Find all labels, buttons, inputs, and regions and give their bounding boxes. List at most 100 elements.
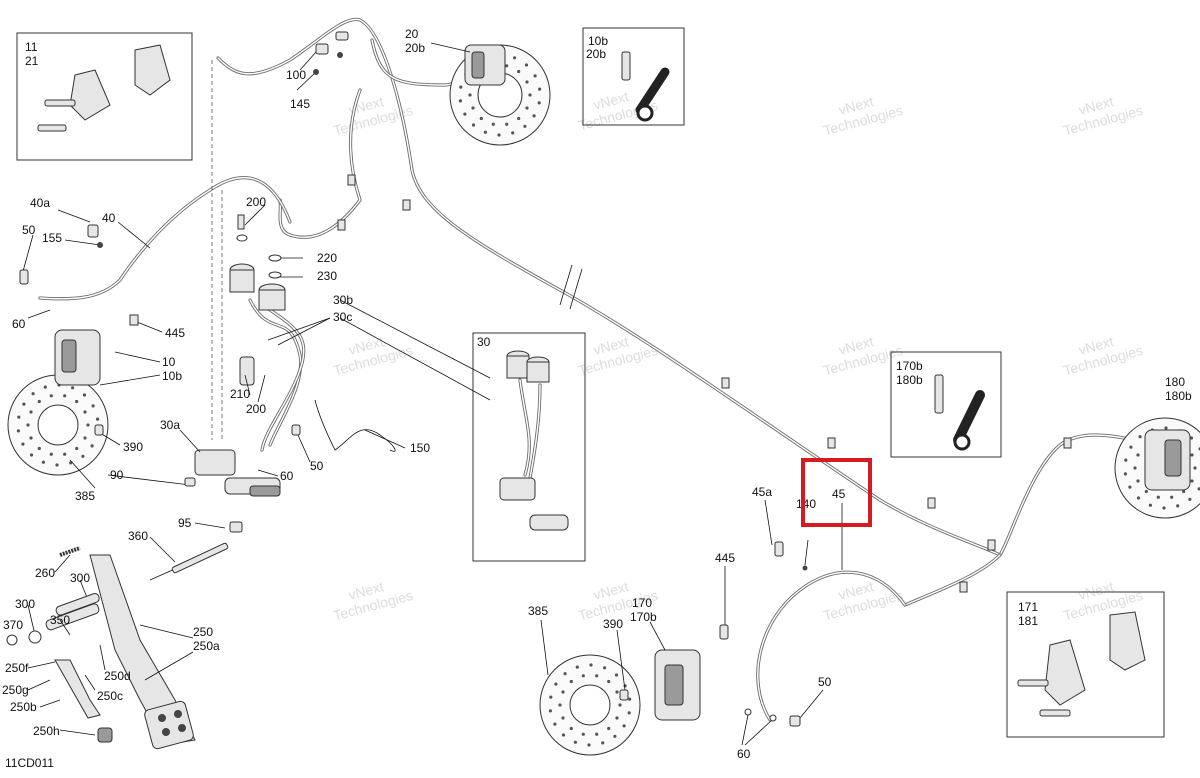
label-370: 370: [3, 618, 23, 632]
label-180: 180: [1165, 375, 1185, 389]
disc-hole: [628, 697, 632, 701]
label-30c: 30c: [333, 310, 352, 324]
disc-hole: [575, 665, 579, 669]
label-95: 95: [178, 516, 192, 530]
label-170: 170: [632, 596, 652, 610]
reservoir-assembly: [229, 263, 286, 386]
disc-hole: [607, 679, 611, 684]
hardware-parts: [6, 31, 808, 727]
disc-hole: [21, 442, 25, 446]
disc-hole: [561, 733, 566, 737]
label-250c: 250c: [97, 689, 123, 703]
disc-hole: [533, 74, 537, 78]
highlight-box: [801, 458, 872, 527]
label-200b: 200: [246, 402, 266, 416]
disc-hole: [83, 410, 87, 414]
disc-hole: [471, 106, 475, 110]
disc-hole: [471, 123, 476, 127]
disc-hole: [26, 423, 30, 427]
pads-rear-drawing: [1017, 611, 1146, 717]
label-20b-box: 20b: [586, 47, 606, 61]
disc-hole: [497, 133, 501, 137]
label-45: 45: [832, 487, 846, 501]
label-60c: 60: [737, 747, 751, 761]
disc-hole: [75, 399, 79, 404]
disc-hole: [523, 124, 527, 128]
part-labels: 11 21 20 20b 100 145 10b 20b 40a 40 50 1…: [2, 27, 1192, 770]
disc-hole: [558, 703, 562, 707]
disc-hole: [581, 674, 585, 678]
disc-hole: [55, 463, 59, 467]
disc-hole: [538, 87, 542, 91]
inset-box-pads-front-left: [16, 32, 193, 161]
label-180b: 180b: [1165, 389, 1192, 403]
label-250f: 250f: [5, 661, 29, 675]
label-90: 90: [110, 468, 124, 482]
label-40a: 40a: [30, 196, 50, 210]
disc-hole: [589, 663, 593, 667]
disc-hole: [511, 131, 515, 135]
disc-hole: [1164, 426, 1168, 430]
caliper-rear-right: [1144, 429, 1191, 491]
disc-hole: [595, 674, 599, 678]
disc-hole: [1136, 496, 1141, 500]
disc-hole: [595, 732, 599, 736]
label-181: 181: [1018, 614, 1038, 628]
disc-hole: [548, 709, 553, 713]
disc-hole: [622, 724, 626, 728]
disc-hole: [603, 666, 607, 670]
disc-hole: [37, 446, 41, 451]
disc-hole: [91, 404, 95, 408]
disc-hole: [86, 423, 90, 427]
label-40: 40: [102, 211, 116, 225]
disc-hole: [561, 690, 565, 694]
disc-hole: [63, 394, 67, 398]
disc-hole: [561, 716, 565, 720]
disc-hole: [491, 122, 495, 126]
disc-hole: [569, 679, 573, 684]
label-360: 360: [128, 529, 148, 543]
disc-hole: [71, 386, 75, 390]
label-140: 140: [796, 497, 816, 511]
disc-hole: [49, 394, 53, 398]
disc-hole: [614, 673, 619, 677]
label-60a: 60: [12, 317, 26, 331]
label-350: 350: [50, 613, 70, 627]
disc-hole: [458, 99, 462, 103]
disc-hole: [96, 417, 100, 421]
label-171: 171: [1018, 600, 1038, 614]
disc-hole: [1190, 479, 1194, 483]
label-300a: 300: [70, 571, 90, 585]
inset-box-bleeder-front: [582, 27, 685, 126]
label-170b: 170b: [630, 610, 657, 624]
disc-hole: [528, 93, 532, 97]
label-60b: 60: [280, 469, 294, 483]
disc-hole: [525, 106, 529, 110]
master-cylinder: [194, 449, 281, 497]
label-390a: 390: [123, 440, 143, 454]
disc-hole: [615, 716, 619, 720]
disc-hole: [627, 711, 631, 715]
disc-hole: [524, 63, 529, 67]
label-20b: 20b: [405, 41, 425, 55]
disc-hole: [513, 56, 517, 60]
disc-hole: [37, 399, 41, 404]
label-50a: 50: [22, 223, 36, 237]
label-250d: 250d: [104, 669, 131, 683]
brake-disc-front-left: [7, 374, 109, 476]
break-mark: [559, 264, 573, 306]
disc-hole: [1136, 479, 1140, 483]
label-220: 220: [317, 251, 337, 265]
brake-disc-rear-left: [539, 654, 641, 756]
disc-hole: [1189, 436, 1194, 440]
label-445a: 445: [165, 326, 185, 340]
label-300b: 300: [15, 597, 35, 611]
label-30: 30: [477, 335, 491, 349]
disc-hole: [468, 93, 472, 97]
disc-hole: [1188, 497, 1192, 501]
disc-hole: [537, 101, 541, 105]
label-180b-box: 180b: [896, 373, 923, 387]
pads-front-left-drawing: [37, 44, 171, 132]
disc-hole: [563, 672, 567, 676]
